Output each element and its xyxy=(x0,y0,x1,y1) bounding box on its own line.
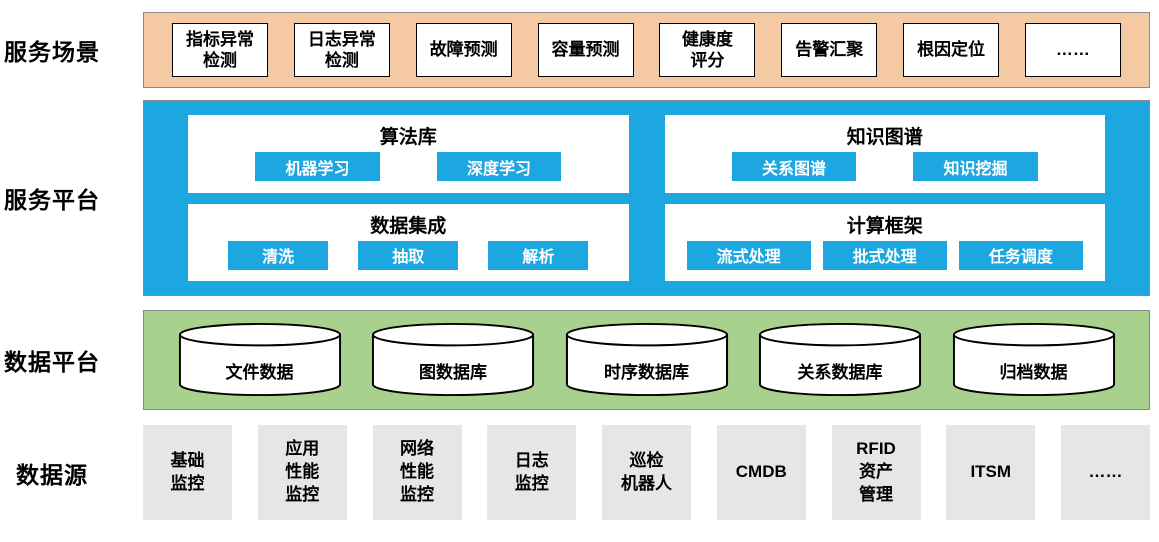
aiops-architecture-diagram: 服务场景 指标异常 检测 日志异常 检测 故障预测 容量预测 健康度 评分 告警… xyxy=(0,12,1159,542)
scenario-capacity-prediction: 容量预测 xyxy=(537,23,634,77)
panel-knowledge-graph: 知识图谱 关系图谱 知识挖掘 xyxy=(664,115,1106,193)
panel-title-knowledge-graph: 知识图谱 xyxy=(846,127,923,148)
source-log-monitoring: 日志 监控 xyxy=(487,425,577,520)
database-relational-db: 关系数据库 xyxy=(756,322,924,398)
scenarios-strip: 指标异常 检测 日志异常 检测 故障预测 容量预测 健康度 评分 告警汇聚 根因… xyxy=(143,12,1150,88)
database-label: 图数据库 xyxy=(419,362,487,382)
scenario-root-cause-location: 根因定位 xyxy=(903,23,1000,77)
scenario-alarm-aggregation: 告警汇聚 xyxy=(781,23,878,77)
row-data-sources: 数据源 基础 监控 应用 性能 监控 网络 性能 监控 日志 监控 巡检 机器人… xyxy=(0,425,1159,520)
capability-stream-processing: 流式处理 xyxy=(686,240,811,270)
source-network-performance-monitoring: 网络 性能 监控 xyxy=(372,425,462,520)
row-label-data-platform: 数据平台 xyxy=(4,349,100,375)
capability-relation-graph: 关系图谱 xyxy=(731,152,856,182)
database-label: 文件数据 xyxy=(225,362,294,382)
scenario-log-anomaly-detection: 日志异常 检测 xyxy=(293,23,390,77)
database-graph-db: 图数据库 xyxy=(369,322,537,398)
source-rfid-asset-management: RFID 资产 管理 xyxy=(831,425,921,520)
panel-buttons-data-integration: 清洗 抽取 解析 xyxy=(188,238,629,282)
source-more-ellipsis: …… xyxy=(1061,425,1150,520)
row-data-platform: 数据平台 文件数据 图数据库 xyxy=(0,310,1159,410)
scenario-health-score: 健康度 评分 xyxy=(659,23,756,77)
database-timeseries-db: 时序数据库 xyxy=(563,322,731,398)
panel-data-integration: 数据集成 清洗 抽取 解析 xyxy=(188,203,629,282)
source-inspection-robot: 巡检 机器人 xyxy=(602,425,691,520)
capability-task-scheduling: 任务调度 xyxy=(958,240,1083,270)
database-cylinder-icon xyxy=(565,322,728,397)
platform-strip: 算法库 机器学习 深度学习 知识图谱 关系图谱 知识挖掘 数据集成 清洗 抽取 xyxy=(143,100,1150,296)
capability-extraction: 抽取 xyxy=(358,240,459,270)
database-cylinder-icon xyxy=(371,322,535,397)
panel-computing-framework: 计算框架 流式处理 批式处理 任务调度 xyxy=(664,203,1106,282)
row-service-platform: 服务平台 算法库 机器学习 深度学习 知识图谱 关系图谱 知识挖掘 数据集成 xyxy=(0,100,1159,296)
scenario-more-ellipsis: …… xyxy=(1024,23,1121,77)
panel-buttons-algorithm-library: 机器学习 深度学习 xyxy=(188,149,629,193)
capability-knowledge-mining: 知识挖掘 xyxy=(913,152,1038,182)
database-cylinder-icon xyxy=(178,322,341,397)
capability-machine-learning: 机器学习 xyxy=(255,152,380,182)
row-label-service-scenarios: 服务场景 xyxy=(4,39,100,65)
database-cylinder-icon xyxy=(952,322,1115,397)
panel-title-algorithm-library: 算法库 xyxy=(379,127,437,148)
database-archive-data: 归档数据 xyxy=(950,322,1118,398)
panel-buttons-knowledge-graph: 关系图谱 知识挖掘 xyxy=(665,149,1106,193)
capability-batch-processing: 批式处理 xyxy=(822,240,947,270)
row-label-service-platform: 服务平台 xyxy=(4,187,100,213)
capability-deep-learning: 深度学习 xyxy=(436,152,561,182)
panel-title-data-integration: 数据集成 xyxy=(370,215,447,237)
scenario-fault-prediction: 故障预测 xyxy=(415,23,512,77)
panel-title-computing-framework: 计算框架 xyxy=(846,215,923,237)
source-application-performance-monitoring: 应用 性能 监控 xyxy=(257,425,347,520)
source-basic-monitoring: 基础 监控 xyxy=(143,425,232,520)
row-service-scenarios: 服务场景 指标异常 检测 日志异常 检测 故障预测 容量预测 健康度 评分 告警… xyxy=(0,12,1159,88)
row-label-data-sources: 数据源 xyxy=(16,461,88,488)
database-cylinder-icon xyxy=(758,322,922,397)
source-itsm: ITSM xyxy=(946,425,1036,520)
panel-buttons-computing-framework: 流式处理 批式处理 任务调度 xyxy=(665,238,1106,282)
database-file-data: 文件数据 xyxy=(176,322,344,398)
database-label: 时序数据库 xyxy=(604,362,689,382)
scenario-metric-anomaly-detection: 指标异常 检测 xyxy=(172,23,268,77)
data-platform-strip: 文件数据 图数据库 时序数据库 xyxy=(143,310,1150,410)
source-cmdb: CMDB xyxy=(716,425,806,520)
panel-algorithm-library: 算法库 机器学习 深度学习 xyxy=(188,115,629,193)
capability-cleaning: 清洗 xyxy=(228,240,329,270)
database-label: 关系数据库 xyxy=(797,362,883,382)
data-sources-band: 基础 监控 应用 性能 监控 网络 性能 监控 日志 监控 巡检 机器人 CMD… xyxy=(143,425,1150,520)
database-label: 归档数据 xyxy=(999,362,1068,382)
capability-parsing: 解析 xyxy=(488,240,589,270)
